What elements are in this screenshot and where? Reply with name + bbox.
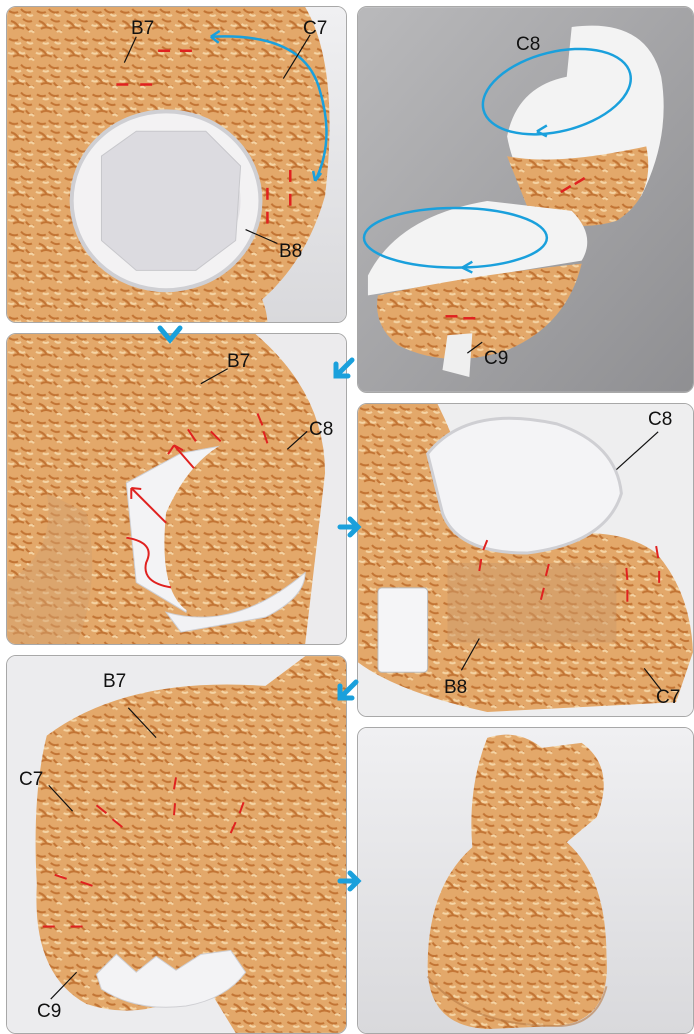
part-label-b7: B7: [227, 352, 250, 371]
part-label-c9: C9: [484, 349, 508, 368]
part-label-c8: C8: [516, 35, 540, 54]
bear-photo-6: [358, 728, 693, 1033]
annotation-layer-4: [358, 404, 693, 716]
part-label-b8: B8: [279, 242, 302, 261]
part-label-b7: B7: [103, 672, 126, 691]
part-label-c7: C7: [656, 688, 680, 707]
part-label-c7: C7: [19, 770, 43, 789]
right-arrow-icon: [334, 512, 364, 542]
step-panel-3: B7 C8: [6, 333, 347, 645]
part-label-c8: C8: [648, 410, 672, 429]
part-label-b7: B7: [131, 19, 154, 38]
part-label-b8: B8: [444, 678, 467, 697]
right-arrow-icon: [334, 866, 364, 896]
step-panel-1: B7 C7 B8: [6, 6, 347, 323]
part-label-c7: C7: [303, 19, 327, 38]
step-panel-5: B7 C7 C9: [6, 655, 347, 1034]
part-label-c9: C9: [37, 1002, 61, 1021]
right-arrow-icon: [334, 676, 362, 704]
step-panel-2: C8 C9: [357, 6, 694, 393]
step-panel-6: [357, 727, 694, 1034]
annotation-layer-2: [358, 7, 693, 392]
right-arrow-icon: [330, 354, 358, 382]
right-arrow-icon: [156, 318, 184, 346]
step-panel-4: C8 B8 C7: [357, 403, 694, 717]
annotation-layer-1: [7, 7, 346, 322]
annotation-layer-3: [7, 334, 346, 644]
annotation-layer-5: [7, 656, 346, 1033]
part-label-c8: C8: [309, 420, 333, 439]
